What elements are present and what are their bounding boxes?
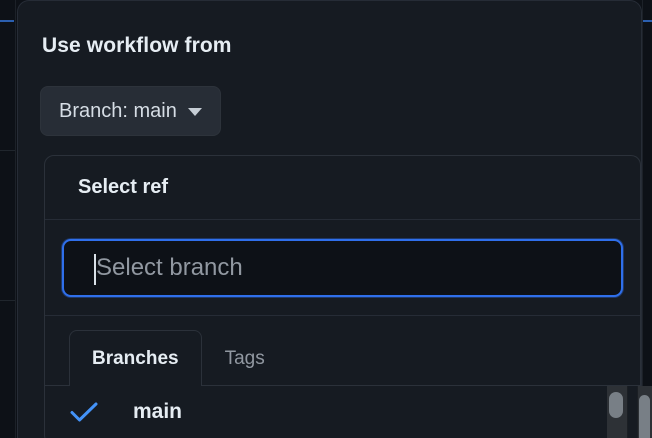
page-accent-rule-right: [640, 20, 652, 22]
page-edge-right: [642, 0, 643, 438]
tab-branches-label: Branches: [92, 347, 179, 369]
branch-selector-label: Branch: main: [59, 99, 177, 122]
scrollbar-thumb-inner[interactable]: [609, 392, 623, 418]
tab-tags-label: Tags: [224, 347, 265, 369]
ref-search-placeholder: Select branch: [96, 254, 243, 281]
ref-list: main: [45, 386, 640, 438]
scrollbar-divider-right: [637, 386, 638, 438]
page-background-right: [640, 0, 652, 438]
select-ref-popover: Select ref Select branch Branches Tags: [44, 155, 641, 438]
page-accent-rule-left: [0, 20, 14, 22]
list-item[interactable]: main: [45, 386, 640, 438]
list-item-label: main: [133, 400, 183, 423]
ref-search-field[interactable]: Select branch: [62, 239, 623, 297]
tab-branches[interactable]: Branches: [69, 330, 202, 387]
branch-selector-button[interactable]: Branch: main: [40, 86, 221, 136]
text-caret: [94, 254, 96, 285]
popover-header: Select ref: [45, 156, 640, 220]
workflow-dispatch-dialog: Use workflow from Branch: main Select re…: [17, 0, 642, 438]
check-icon: [69, 400, 111, 424]
tab-tags[interactable]: Tags: [202, 330, 288, 386]
page-hairline-left-1: [0, 150, 16, 151]
popover-search-row: Select branch: [45, 220, 640, 316]
popover-title: Select ref: [78, 176, 169, 198]
ref-tab-bar: Branches Tags: [45, 316, 640, 387]
dialog-title: Use workflow from: [42, 34, 232, 57]
page-edge-left: [15, 0, 16, 438]
scrollbar-divider-left: [627, 386, 628, 438]
page-hairline-left-2: [0, 300, 16, 301]
chevron-down-icon: [187, 108, 202, 116]
page-background-left: [0, 0, 18, 438]
scrollbar-thumb-outer[interactable]: [639, 395, 650, 438]
